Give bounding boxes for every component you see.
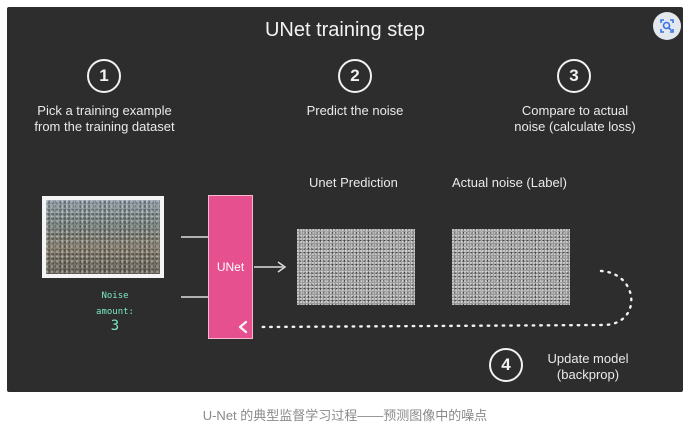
- backprop-arrowhead: [238, 320, 248, 334]
- step-4-line1: Update model: [547, 351, 629, 366]
- unet-prediction-noise-image: [297, 229, 415, 305]
- unet-prediction-label: Unet Prediction: [309, 175, 398, 190]
- figure-caption: U-Net 的典型监督学习过程——预测图像中的噪点: [202, 408, 488, 423]
- unet-output-arrowhead: [277, 261, 287, 273]
- diagram-panel: UNet training step 1 Pick a training exa…: [7, 7, 683, 392]
- step-2-badge: 2: [338, 59, 372, 93]
- image-search-button[interactable]: [653, 12, 681, 40]
- actual-noise-label: Actual noise (Label): [452, 175, 567, 190]
- backprop-dotted-path: [258, 269, 633, 329]
- lens-search-icon: [660, 19, 674, 33]
- step-4-badge: 4: [489, 348, 523, 382]
- step-4-text: Update model (backprop): [528, 351, 648, 383]
- training-image-frame: [42, 196, 164, 278]
- unet-block: UNet: [208, 195, 253, 339]
- step-2-line1: Predict the noise: [306, 103, 404, 118]
- noise-label-line1: Noise: [101, 291, 129, 301]
- step-3-badge: 3: [557, 59, 591, 93]
- step-2-text: Predict the noise: [275, 103, 435, 119]
- step-1-text: Pick a training example from the trainin…: [22, 103, 187, 135]
- unet-label: UNet: [216, 260, 245, 274]
- connector-lines: [181, 236, 633, 334]
- step-1-line2: from the training dataset: [34, 119, 175, 134]
- diagram-title: UNet training step: [264, 19, 426, 41]
- step-3-text: Compare to actual noise (calculate loss): [495, 103, 655, 135]
- training-image: [46, 200, 160, 274]
- actual-noise-image: [452, 229, 570, 305]
- noise-label-line2: amount:: [96, 307, 134, 317]
- step-4-line2: (backprop): [556, 367, 620, 382]
- step-3-line1: Compare to actual: [521, 103, 629, 118]
- noise-amount-value: 3: [110, 318, 120, 334]
- step-1-badge: 1: [87, 59, 121, 93]
- step-3-line2: noise (calculate loss): [514, 119, 636, 134]
- step-1-line1: Pick a training example: [37, 103, 172, 118]
